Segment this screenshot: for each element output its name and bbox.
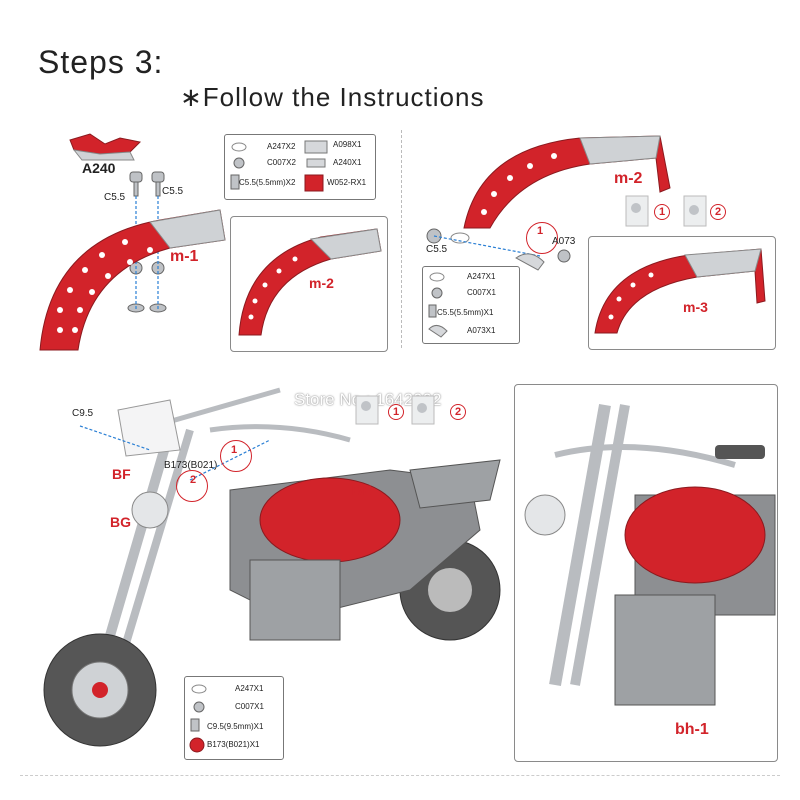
legend-item-b173x1: B173(B021)X1 <box>207 740 260 749</box>
orientation-options <box>625 195 707 227</box>
step2-screw-label: C5.5 <box>426 244 448 255</box>
step3-orientation-1: 1 <box>388 404 404 420</box>
screw-left-label: C5.5 <box>104 192 126 203</box>
m3-preview-label: m-3 <box>683 299 708 315</box>
m1-label: m-1 <box>170 248 199 265</box>
step3-orientation-options <box>355 395 435 425</box>
step3-callout-2-circle <box>176 470 208 502</box>
legend-item-a073x1: A073X1 <box>467 326 496 335</box>
step2-screw-assembly <box>426 228 571 271</box>
a073-label: A073 <box>552 236 576 247</box>
step1-parts-legend: A247X2 C007X2 C5.5(5.5mm)X2 A098X1 A240X… <box>224 134 376 200</box>
legend-item-c95x1: C9.5(9.5mm)X1 <box>207 722 264 731</box>
legend-item-a240x1: A240X1 <box>333 158 362 167</box>
bottom-divider <box>20 775 780 776</box>
screw-right-label: C5.5 <box>162 186 184 197</box>
legend-item-c55x1: C5.5(5.5mm)X1 <box>437 308 494 317</box>
motorcycle-illustration <box>43 387 501 747</box>
legend-item-w052-rx1: W052-RX1 <box>327 178 367 187</box>
m3-plate-preview <box>594 248 766 334</box>
orientation-1-marker: 1 <box>654 204 670 220</box>
instruction-subtitle: ∗Follow the Instructions <box>180 82 485 112</box>
legend-item-c007x1: C007X1 <box>235 702 264 711</box>
step3-callout-1-number: 1 <box>230 444 238 456</box>
step3-detail-frame: bh-1 <box>514 384 778 762</box>
legend-icons <box>189 684 207 753</box>
bf-label: BF <box>112 466 131 482</box>
step2-callout-circle <box>526 222 558 254</box>
legend-item-a098x1: A098X1 <box>333 140 362 149</box>
legend-item-c007x1: C007X1 <box>467 288 496 297</box>
b173-label: B173(B021) <box>164 460 218 471</box>
screw-pair-illustration <box>127 171 167 313</box>
page-title: Steps 3: <box>38 44 164 80</box>
step3-callout-1-circle <box>220 440 252 472</box>
step3-orientation-2: 2 <box>450 404 466 420</box>
step2-callout-number: 1 <box>536 225 544 237</box>
legend-icons <box>428 272 448 338</box>
legend-icons <box>230 140 328 192</box>
m2-curved-plate <box>463 135 671 229</box>
orientation-2-marker: 2 <box>710 204 726 220</box>
bh1-label: bh-1 <box>675 721 709 738</box>
m2-top-label: m-2 <box>614 170 643 187</box>
bh1-detail-illustration <box>524 403 776 706</box>
step2-result-frame: m-3 <box>588 236 776 350</box>
step3-parts-legend: A247X1 C007X1 C9.5(9.5mm)X1 B173(B021)X1 <box>184 676 284 760</box>
a240-part-illustration <box>69 133 142 161</box>
bg-label: BG <box>110 514 131 530</box>
legend-item-c55x2: C5.5(5.5mm)X2 <box>239 178 296 187</box>
m1-plate-illustration <box>39 209 226 351</box>
step1-result-frame: m-2 <box>230 216 388 352</box>
m2-preview-label: m-2 <box>309 275 334 291</box>
a240-label: A240 <box>82 160 116 176</box>
m2-plate-preview <box>238 228 382 336</box>
be-label: BE <box>352 482 372 498</box>
c95-label: C9.5 <box>72 408 94 419</box>
step-divider <box>401 130 402 348</box>
legend-item-a247x2: A247X2 <box>267 142 296 151</box>
legend-item-a247x1: A247X1 <box>235 684 264 693</box>
legend-item-a247x1: A247X1 <box>467 272 496 281</box>
step3-callout-2-number: 2 <box>189 474 197 486</box>
legend-item-c007x2: C007X2 <box>267 158 296 167</box>
step2-parts-legend: A247X1 C007X1 C5.5(5.5mm)X1 A073X1 <box>422 266 520 344</box>
